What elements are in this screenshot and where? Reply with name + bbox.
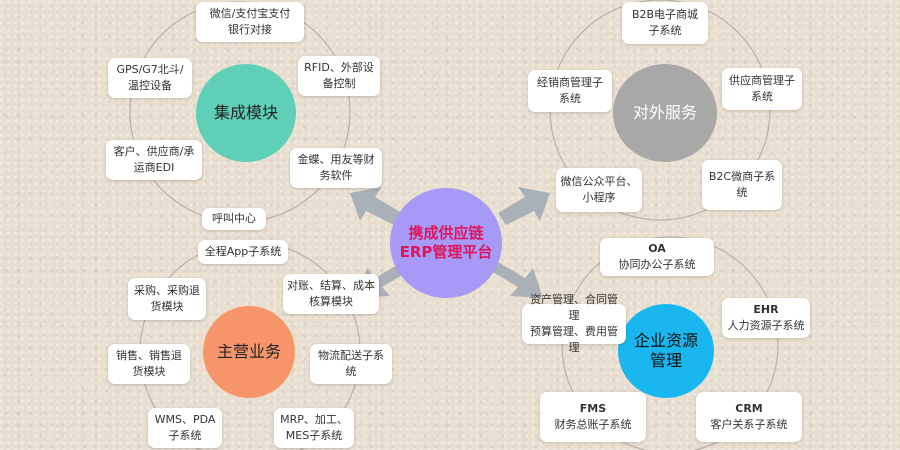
box-dealer: 经销商管理子 系统 bbox=[528, 70, 612, 112]
box-kingdee: 金蝶、用友等财 务软件 bbox=[290, 148, 382, 188]
box-logistics: 物流配送子系 统 bbox=[310, 344, 392, 384]
box-app: 全程App子系统 bbox=[198, 240, 288, 264]
hub-integration: 集成模块 bbox=[196, 64, 296, 162]
box-supplier: 供应商管理子 系统 bbox=[722, 68, 802, 110]
box-wms: WMS、PDA 子系统 bbox=[148, 408, 222, 448]
box-wechat: 微信公众平台、 小程序 bbox=[556, 168, 642, 212]
hub-enterprise-title-line1: 企业资源 bbox=[633, 331, 698, 350]
center-title-line2: ERP管理平台 bbox=[399, 243, 493, 261]
arrow-to-external bbox=[498, 187, 550, 225]
box-b2b: B2B电子商城 子系统 bbox=[622, 2, 708, 44]
box-sales: 销售、销售退 货模块 bbox=[108, 344, 190, 384]
box-b2c: B2C微商子系 统 bbox=[702, 160, 782, 210]
box-rfid: RFID、外部设 备控制 bbox=[298, 56, 380, 96]
arrow-to-enterprise bbox=[491, 262, 543, 298]
box-gps: GPS/G7北斗/ 温控设备 bbox=[108, 58, 192, 98]
box-purchase: 采购、采购退 货模块 bbox=[128, 278, 206, 320]
box-ehr: EHR 人力资源子系统 bbox=[722, 298, 810, 338]
hub-enterprise: 企业资源 管理 bbox=[618, 304, 714, 398]
box-reconcile: 对账、结算、成本 核算模块 bbox=[283, 274, 379, 314]
orbit-enterprise bbox=[561, 236, 779, 450]
box-mrp: MRP、加工、 MES子系统 bbox=[274, 408, 354, 448]
box-crm: CRM 客户关系子系统 bbox=[696, 392, 802, 442]
box-fms: FMS 财务总账子系统 bbox=[540, 392, 646, 442]
hub-external-title: 对外服务 bbox=[632, 103, 697, 122]
box-asset: 资产管理、合同管理 预算管理、费用管理 bbox=[522, 293, 626, 354]
box-payment: 微信/支付宝支付 银行对接 bbox=[196, 2, 304, 42]
arrow-to-integration bbox=[350, 187, 402, 225]
center-hub: 携成供应链 ERP管理平台 bbox=[390, 188, 502, 298]
box-callcenter: 呼叫中心 bbox=[202, 208, 266, 230]
hub-main-business: 主营业务 bbox=[203, 306, 295, 398]
hub-main-business-title: 主营业务 bbox=[216, 342, 281, 361]
center-title-line1: 携成供应链 bbox=[408, 224, 484, 242]
hub-integration-title: 集成模块 bbox=[213, 103, 278, 122]
box-edi: 客户、供应商/承 运商EDI bbox=[106, 140, 202, 180]
box-oa: OA 协同办公子系统 bbox=[600, 238, 714, 276]
hub-external: 对外服务 bbox=[613, 64, 717, 162]
hub-enterprise-title-line2: 管理 bbox=[649, 351, 682, 370]
